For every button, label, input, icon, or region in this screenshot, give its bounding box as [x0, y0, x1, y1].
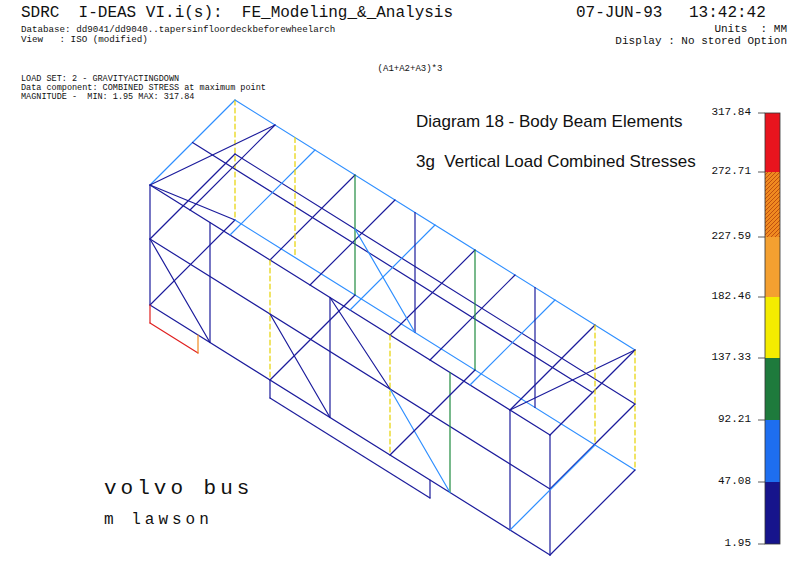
diagram-caption: 3g Vertical Load Combined Stresses [415, 153, 697, 170]
stress-scale-bar [758, 113, 780, 544]
scale-value: 182.46 [710, 291, 752, 302]
units-text: Units : MM [713, 24, 788, 35]
expression-text: (A1+A2+A3)*3 [377, 65, 444, 74]
diagram-title: Diagram 18 - Body Beam Elements [415, 113, 683, 130]
magnitude-text: MAGNITUDE - MIN: 1.95 MAX: 317.84 [20, 93, 195, 102]
view-text: View : ISO (modified) [20, 35, 149, 44]
scale-value: 1.95 [724, 538, 752, 549]
project-name: volvo bus [103, 478, 254, 499]
scale-value: 47.08 [717, 476, 752, 487]
scale-value: 317.84 [710, 107, 752, 118]
time-text: 13:42:42 [688, 5, 767, 21]
display-text: Display : No stored Option [614, 36, 788, 47]
load-set-text: LOAD SET: 2 - GRAVITYACTINGDOWN [20, 75, 180, 84]
author-name: m lawson [103, 512, 214, 528]
scale-value: 227.59 [710, 231, 752, 242]
scale-value: 137.33 [710, 352, 752, 363]
scale-value: 92.21 [717, 414, 752, 425]
scale-value: 272.71 [710, 166, 752, 177]
database-text: Database: dd9041/dd9040..tapersinfloorde… [20, 25, 336, 34]
date-text: 07-JUN-93 [575, 5, 663, 21]
data-component-text: Data component: COMBINED STRESS at maxim… [20, 84, 267, 93]
header-text: SDRC I-DEAS VI.i(s): FE_Modeling_&_Analy… [20, 5, 454, 21]
